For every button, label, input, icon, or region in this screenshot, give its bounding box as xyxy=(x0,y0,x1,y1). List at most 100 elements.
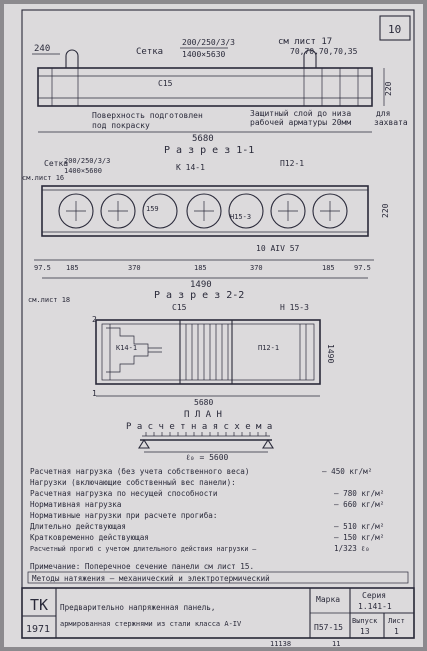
section-1-1: Р а з р е з 1-1 Сетка 200/250/3/3 1400×5… xyxy=(22,145,390,290)
page-number: 10 xyxy=(388,23,401,36)
section-1-title: Р а з р е з 1-1 xyxy=(164,145,254,156)
calc-scheme-title: Р а с ч е т н а я с х е м а xyxy=(126,422,272,432)
issue-value: 13 xyxy=(360,627,370,636)
section-2-width: 1490 xyxy=(326,344,335,363)
note-cover-1: Защитный слой до низа xyxy=(250,109,351,118)
hollow-core xyxy=(312,193,348,229)
section-1-dim-3: 370 xyxy=(128,264,141,272)
hollow-core xyxy=(142,193,178,229)
elevation-ref-sheet: см лист 17 xyxy=(278,37,332,47)
section-2-length: 5680 xyxy=(194,398,213,407)
load-label-0: Расчетная нагрузка (без учета собственно… xyxy=(30,467,249,476)
elevation-mesh-size: 1400×5630 xyxy=(182,50,226,59)
mark-header: Марка xyxy=(316,595,340,604)
hollow-core xyxy=(270,193,306,229)
hollow-core xyxy=(58,193,94,229)
section-1-height: 220 xyxy=(381,203,390,218)
title-block-year: 1971 xyxy=(26,624,50,635)
distributed-load xyxy=(142,432,270,437)
section-2-2: см.лист 18 Р а з р е з 2-2 С15 Н 15-3 2 … xyxy=(28,290,335,420)
drawing-sheet: 10 240 Сетка 200/250/3/3 1400×5630 см ли… xyxy=(4,4,423,648)
section-1-n-label: Н15-3 xyxy=(230,213,251,221)
load-label-2: Расчетная нагрузка по несущей способност… xyxy=(30,489,217,498)
mark-value: П57-15 xyxy=(314,623,343,632)
load-label-5: Длительно действующая xyxy=(30,522,126,531)
elevation-dim-left: 240 xyxy=(34,44,50,54)
load-value-3: — 660 кг/м² xyxy=(334,500,384,509)
section-1-mesh-spec: 200/250/3/3 xyxy=(64,157,110,165)
section-2-p-label: П12-1 xyxy=(258,344,279,352)
section-2-mark-1: 1 xyxy=(92,389,97,398)
section-1-dim-2: 185 xyxy=(66,264,79,272)
section-1-diameter: 159 xyxy=(146,205,159,213)
load-label-1: Нагрузки (включающие собственный вес пан… xyxy=(30,478,236,487)
section-2-k-label: К14-1 xyxy=(116,344,137,352)
elevation-view: 240 Сетка 200/250/3/3 1400×5630 см лист … xyxy=(32,37,408,144)
issue-header: Выпуск xyxy=(352,617,378,625)
section-2-n-label: Н 15-3 xyxy=(280,303,309,312)
series-header: Серия xyxy=(362,591,386,600)
elevation-c-label: С15 xyxy=(158,79,173,88)
footer-left-number: 11138 xyxy=(270,640,291,647)
note-grip-2: захвата xyxy=(374,118,408,127)
hollow-cores xyxy=(58,193,348,229)
sheet-value: 1 xyxy=(394,627,399,636)
load-value-2: — 780 кг/м² xyxy=(334,489,384,498)
loads-list: Расчетная нагрузка (без учета собственно… xyxy=(30,467,384,553)
elevation-height: 220 xyxy=(384,81,393,96)
section-2-c-label: С15 xyxy=(172,303,187,312)
elevation-length: 5680 xyxy=(192,134,214,144)
page-number-box xyxy=(379,15,411,41)
lifting-loop-right xyxy=(303,49,317,68)
section-1-ref-left: см.лист 16 xyxy=(22,174,64,182)
hollow-core xyxy=(100,193,136,229)
title-block-org: ТК xyxy=(30,596,48,614)
lifting-loop-left xyxy=(65,49,79,68)
elevation-beam xyxy=(37,67,373,107)
section-2-mark-2: 2 xyxy=(92,315,97,324)
note-methods-box xyxy=(27,571,409,584)
note-primary: Примечание: Поперечное сечение панели см… xyxy=(30,562,254,571)
note-surface-1: Поверхность подготовлен xyxy=(92,111,203,120)
section-1-bar-label: 10 АIV 57 xyxy=(256,244,300,253)
section-2-ref-left: см.лист 18 xyxy=(28,296,70,304)
hollow-core xyxy=(186,193,222,229)
note-cover-2: рабочей арматуры 20мм xyxy=(250,117,351,127)
section-1-total: 1490 xyxy=(190,280,212,290)
load-value-7: 1/323 ℓ₀ xyxy=(334,544,370,553)
note-grip-1: для xyxy=(376,109,390,118)
load-value-0: — 450 кг/м² xyxy=(322,467,372,476)
elevation-mesh-spec: 200/250/3/3 xyxy=(182,38,235,47)
elevation-mesh-label: Сетка xyxy=(136,47,163,57)
load-label-6: Кратковременно действующая xyxy=(30,533,149,542)
hollow-core xyxy=(228,193,264,229)
section-1-dim-4: 185 xyxy=(194,264,207,272)
section-2-title: Р а з р е з 2-2 xyxy=(154,290,244,301)
section-1-mesh-label: Сетка xyxy=(44,159,68,168)
section-1-dim-5: 370 xyxy=(250,264,263,272)
supports xyxy=(138,438,274,449)
sheet-header: Лист xyxy=(388,617,405,625)
load-value-6: — 150 кг/м² xyxy=(334,533,384,542)
elevation-spacing: 70,70,70,70,35 xyxy=(290,47,358,56)
footer-right-number: 11 xyxy=(332,640,340,647)
section-1-mesh-size: 1400×5600 xyxy=(64,167,102,175)
drawing-canvas: 10 240 Сетка 200/250/3/3 1400×5630 см ли… xyxy=(21,9,415,648)
plan-title: П Л А Н xyxy=(184,410,222,420)
calc-scheme: Р а с ч е т н а я с х е м а ℓ₀ = 5600 xyxy=(126,422,274,462)
note-surface-2: под покраску xyxy=(92,121,150,130)
section-1-dim-6: 185 xyxy=(322,264,335,272)
load-value-5: — 510 кг/м² xyxy=(334,522,384,531)
section-1-p-label: П12-1 xyxy=(280,159,304,168)
calc-scheme-span: ℓ₀ = 5600 xyxy=(186,453,229,462)
section-1-k-label: К 14-1 xyxy=(176,163,205,172)
plan-slab xyxy=(95,319,321,385)
note-methods: Методы натяжения — механический и электр… xyxy=(32,574,270,583)
series-value: 1.141-1 xyxy=(358,602,392,611)
load-label-4: Нормативные нагрузки при расчете прогиба… xyxy=(30,511,217,520)
section-1-dim-7: 97.5 xyxy=(354,264,371,272)
title-block-desc-1: Предварительно напряженная панель, xyxy=(60,603,215,612)
load-label-3: Нормативная нагрузка xyxy=(30,500,121,509)
title-block: ТК 1971 Предварительно напряженная панел… xyxy=(21,587,415,639)
load-label-7: Расчетный прогиб с учетом длительного де… xyxy=(30,545,256,553)
